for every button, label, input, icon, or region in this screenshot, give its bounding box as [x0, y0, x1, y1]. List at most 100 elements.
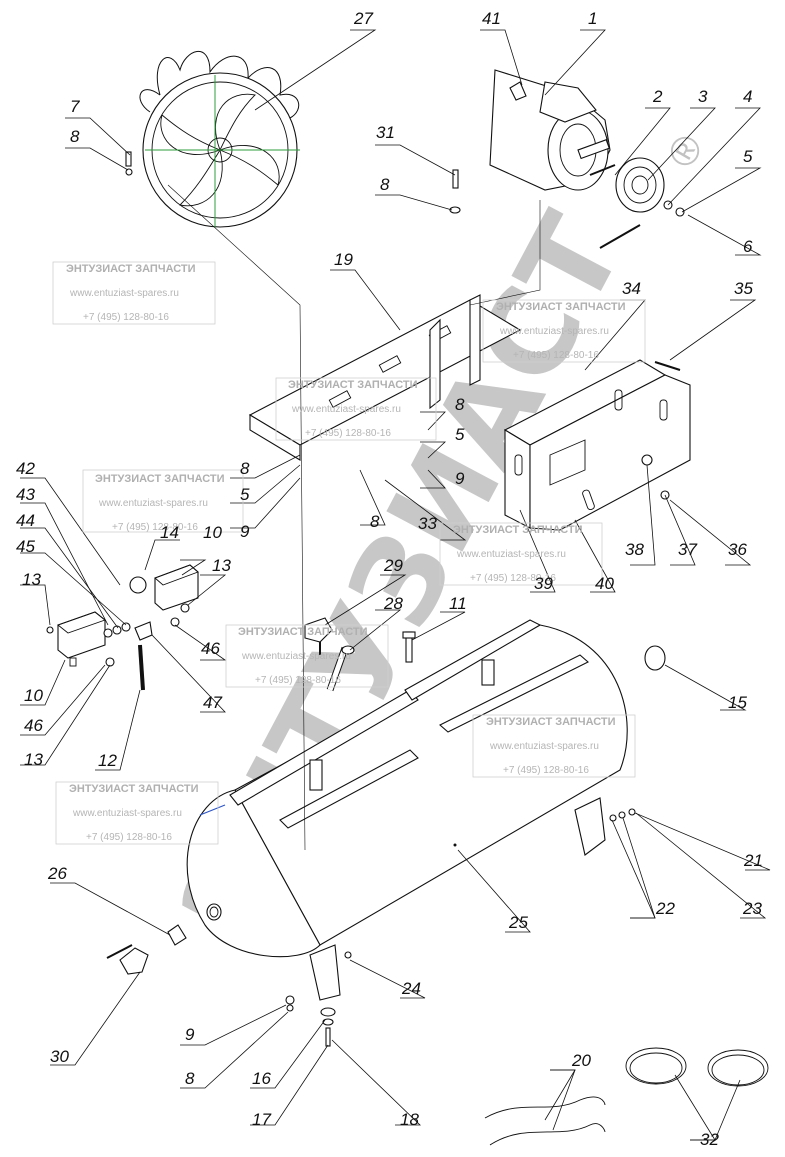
watermark-box-4: ЭНТУЗИАСТ ЗАПЧАСТИ www.entuziast-spares.… — [82, 469, 244, 533]
pipe-28 — [326, 645, 355, 692]
callout-35: 35 — [734, 279, 753, 298]
svg-text:+7 (495) 128-80-16: +7 (495) 128-80-16 — [305, 428, 391, 439]
callout-19: 19 — [334, 250, 353, 269]
callout-9: 9 — [240, 522, 250, 541]
callout-3: 3 — [698, 87, 708, 106]
callout-14: 14 — [160, 523, 179, 542]
svg-text:+7 (495) 128-80-16: +7 (495) 128-80-16 — [83, 312, 169, 323]
watermark-box-6: ЭНТУЗИАСТ ЗАПЧАСТИ www.entuziast-spares.… — [225, 624, 389, 688]
callout-5: 5 — [240, 485, 250, 504]
callout-16: 16 — [252, 1069, 271, 1088]
svg-text:www.entuziast-spares.ru: www.entuziast-spares.ru — [72, 808, 182, 819]
watermark-box-2: ЭНТУЗИАСТ ЗАПЧАСТИ www.entuziast-spares.… — [482, 299, 646, 363]
callout-8: 8 — [240, 459, 250, 478]
callout-1: 1 — [588, 9, 597, 28]
svg-text:ЭНТУЗИАСТ ЗАПЧАСТИ: ЭНТУЗИАСТ ЗАПЧАСТИ — [95, 473, 225, 485]
callout-25: 25 — [508, 913, 528, 932]
safety-valve-11 — [402, 631, 416, 663]
callout-34: 34 — [622, 279, 641, 298]
svg-text:ЭНТУЗИАСТ ЗАПЧАСТИ: ЭНТУЗИАСТ ЗАПЧАСТИ — [486, 716, 616, 728]
callout-28: 28 — [383, 594, 403, 613]
base-plate-19 — [248, 294, 522, 461]
callout-17: 17 — [252, 1110, 271, 1129]
svg-text:www.entuziast-spares.ru: www.entuziast-spares.ru — [291, 404, 401, 415]
svg-text:www.entuziast-spares.ru: www.entuziast-spares.ru — [456, 549, 566, 560]
fittings-42-45 — [46, 576, 190, 691]
electric-motor-1 — [489, 69, 611, 191]
svg-text:www.entuziast-spares.ru: www.entuziast-spares.ru — [499, 326, 609, 337]
callout-15: 15 — [728, 693, 747, 712]
callout-45: 45 — [16, 537, 35, 556]
callout-4: 4 — [743, 87, 752, 106]
svg-text:+7 (495) 128-80-16: +7 (495) 128-80-16 — [112, 522, 198, 533]
callout-46: 46 — [201, 639, 220, 658]
callout-8: 8 — [70, 127, 80, 146]
svg-text:+7 (495) 128-80-16: +7 (495) 128-80-16 — [503, 765, 589, 776]
callout-24: 24 — [401, 979, 421, 998]
callout-7: 7 — [70, 97, 80, 116]
callout-31: 31 — [376, 123, 395, 142]
watermark-box-7: ЭНТУЗИАСТ ЗАПЧАСТИ www.entuziast-spares.… — [472, 714, 636, 778]
belt-guard-39 — [503, 359, 691, 531]
svg-text:+7 (495) 128-80-16: +7 (495) 128-80-16 — [86, 832, 172, 843]
callout-39: 39 — [534, 574, 553, 593]
svg-text:ЭНТУЗИАСТ ЗАПЧАСТИ: ЭНТУЗИАСТ ЗАПЧАСТИ — [453, 524, 583, 536]
callout-13: 13 — [22, 570, 41, 589]
callout-18: 18 — [400, 1110, 419, 1129]
callout-10: 10 — [203, 523, 222, 542]
callout-40: 40 — [595, 574, 614, 593]
pressure-switch-10-left — [57, 611, 106, 667]
hose-20 — [484, 1096, 606, 1146]
callout-5: 5 — [455, 425, 465, 444]
pressure-switch-10-right — [154, 564, 199, 611]
svg-text:www.entuziast-spares.ru: www.entuziast-spares.ru — [98, 498, 208, 509]
callout-2: 2 — [652, 87, 663, 106]
callout-11: 11 — [449, 594, 467, 613]
callout-13: 13 — [24, 750, 43, 769]
callout-12: 12 — [98, 751, 117, 770]
callout-47: 47 — [203, 693, 222, 712]
callout-29: 29 — [383, 556, 403, 575]
ball-valve-30 — [106, 944, 149, 975]
callout-23: 23 — [742, 899, 762, 918]
callout-42: 42 — [16, 459, 35, 478]
svg-text:ЭНТУЗИАСТ ЗАПЧАСТИ: ЭНТУЗИАСТ ЗАПЧАСТИ — [496, 301, 626, 313]
callout-9: 9 — [185, 1025, 195, 1044]
callout-labels: 1 2 3 4 5 6 7 8 27 41 31 8 19 34 35 8 5 … — [16, 9, 763, 1149]
hose-clamp-set-32 — [625, 1047, 769, 1087]
svg-text:www.entuziast-spares.ru: www.entuziast-spares.ru — [241, 651, 351, 662]
callout-21: 21 — [743, 851, 763, 870]
fan-guard-27 — [139, 50, 300, 228]
check-valve-29 — [304, 617, 333, 655]
callout-27: 27 — [353, 9, 373, 28]
callout-8: 8 — [455, 395, 465, 414]
svg-text:www.entuziast-spares.ru: www.entuziast-spares.ru — [489, 741, 599, 752]
svg-text:+7 (495) 128-80-16: +7 (495) 128-80-16 — [470, 573, 556, 584]
callout-8: 8 — [380, 175, 390, 194]
callout-36: 36 — [728, 540, 747, 559]
callout-8: 8 — [185, 1069, 195, 1088]
svg-text:www.entuziast-spares.ru: www.entuziast-spares.ru — [69, 288, 179, 299]
callout-33: 33 — [418, 514, 437, 533]
watermark-box-1: ЭНТУЗИАСТ ЗАПЧАСТИ www.entuziast-spares.… — [52, 261, 216, 325]
callout-37: 37 — [678, 540, 697, 559]
callout-46: 46 — [24, 716, 43, 735]
callout-41: 41 — [482, 9, 501, 28]
svg-text:+7 (495) 128-80-16: +7 (495) 128-80-16 — [513, 350, 599, 361]
callout-5: 5 — [743, 147, 753, 166]
callout-13: 13 — [212, 556, 231, 575]
callout-8: 8 — [370, 512, 380, 531]
callout-20: 20 — [571, 1051, 591, 1070]
callout-32: 32 — [700, 1130, 719, 1149]
watermark-box-8: ЭНТУЗИАСТ ЗАПЧАСТИ www.entuziast-spares.… — [55, 781, 219, 845]
watermark-box-5: ЭНТУЗИАСТ ЗАПЧАСТИ www.entuziast-spares.… — [439, 522, 603, 586]
nipple-26 — [167, 924, 187, 946]
callout-6: 6 — [743, 237, 753, 256]
svg-text:ЭНТУЗИАСТ ЗАПЧАСТИ: ЭНТУЗИАСТ ЗАПЧАСТИ — [238, 626, 368, 638]
bolt-31 — [449, 169, 461, 214]
callout-38: 38 — [625, 540, 644, 559]
leader-lines — [20, 29, 771, 1141]
callout-10: 10 — [24, 686, 43, 705]
callout-44: 44 — [16, 511, 35, 530]
